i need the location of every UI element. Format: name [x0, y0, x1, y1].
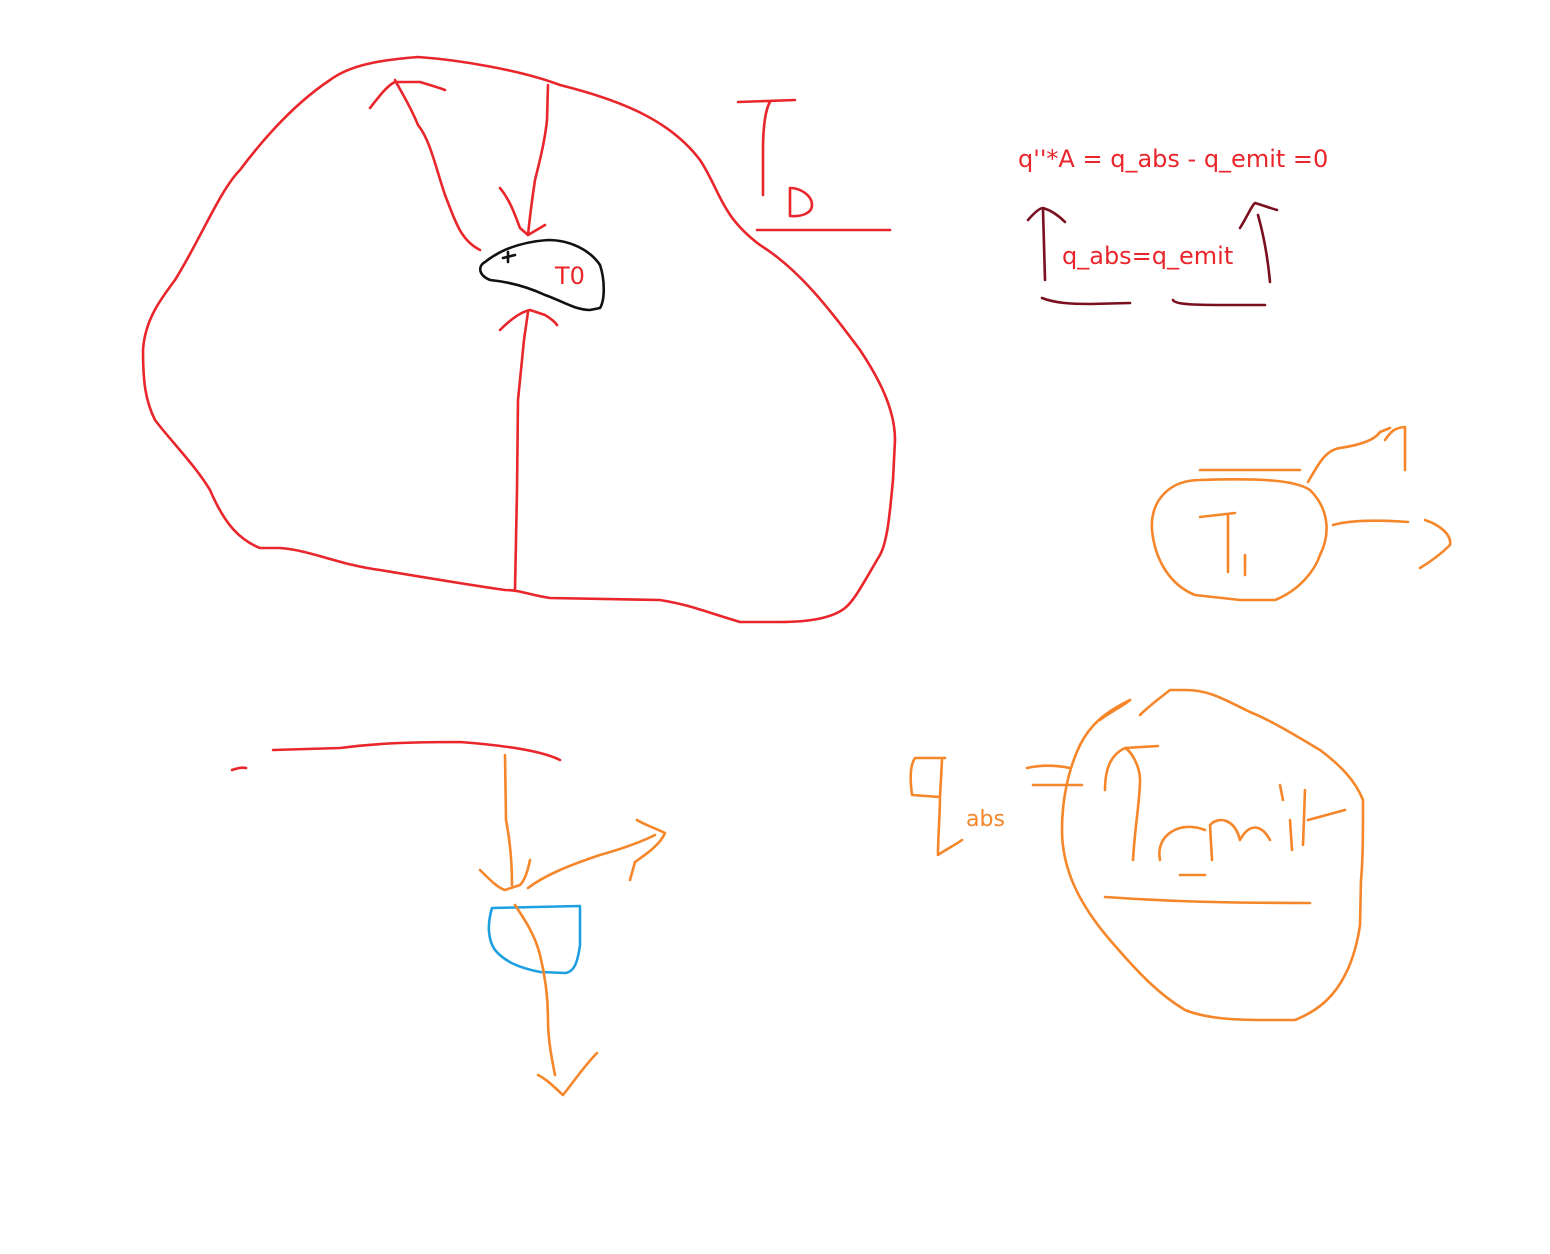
arrowhead-orange-down-in	[478, 858, 532, 892]
arrowhead-up-left	[368, 80, 447, 110]
body-t1-outline	[1150, 478, 1328, 602]
enclosure-bottom-gap	[230, 766, 248, 772]
bracket-left	[1040, 296, 1132, 306]
ray-arrow-down-top	[526, 83, 550, 237]
ray-orange-up-right	[526, 833, 657, 890]
equation-balance: q_abs=q_emit	[1062, 242, 1233, 270]
ray-orange-down-out	[513, 903, 557, 1077]
symbol-q-abs	[909, 756, 964, 857]
symbol-equals	[1025, 764, 1084, 787]
arrow-t1-up-right	[1306, 425, 1407, 484]
symbol-tb-subscript-b	[788, 186, 814, 218]
symbol-t-emit-underline	[1103, 895, 1312, 905]
circle-t-emit-start	[1098, 698, 1132, 722]
ray-orange-down-in	[503, 753, 514, 887]
enclosure-outline-top	[141, 55, 897, 624]
arrowhead-orange-down-out	[536, 1051, 599, 1097]
circle-around-t-emit	[1060, 688, 1365, 1022]
body-small-blue-outline	[487, 904, 582, 975]
arrow-t1-right	[1331, 518, 1452, 570]
equation-energy-balance: q''*A = q_abs - q_emit =0	[1018, 145, 1328, 173]
bracket-right	[1171, 298, 1267, 307]
arrowhead-down-top	[498, 186, 547, 237]
arrowhead-up-bottom	[498, 308, 559, 332]
symbol-t1-stroke	[1198, 468, 1302, 577]
enclosure-outline-bottom	[271, 740, 562, 762]
symbol-t-emit	[1103, 744, 1347, 877]
arrowhead-orange-up-right	[628, 818, 667, 882]
body-t0-outline	[479, 238, 606, 312]
arrow-right-up	[1238, 201, 1279, 284]
ray-arrow-up-left	[393, 78, 482, 252]
label-abs-subscript: abs	[966, 807, 1005, 832]
label-t0: T0	[554, 262, 585, 290]
arrow-left-up	[1026, 206, 1067, 282]
symbol-tb-stem	[736, 98, 797, 197]
ray-arrow-up-bottom	[513, 310, 530, 592]
body-t0-tick	[501, 250, 517, 264]
